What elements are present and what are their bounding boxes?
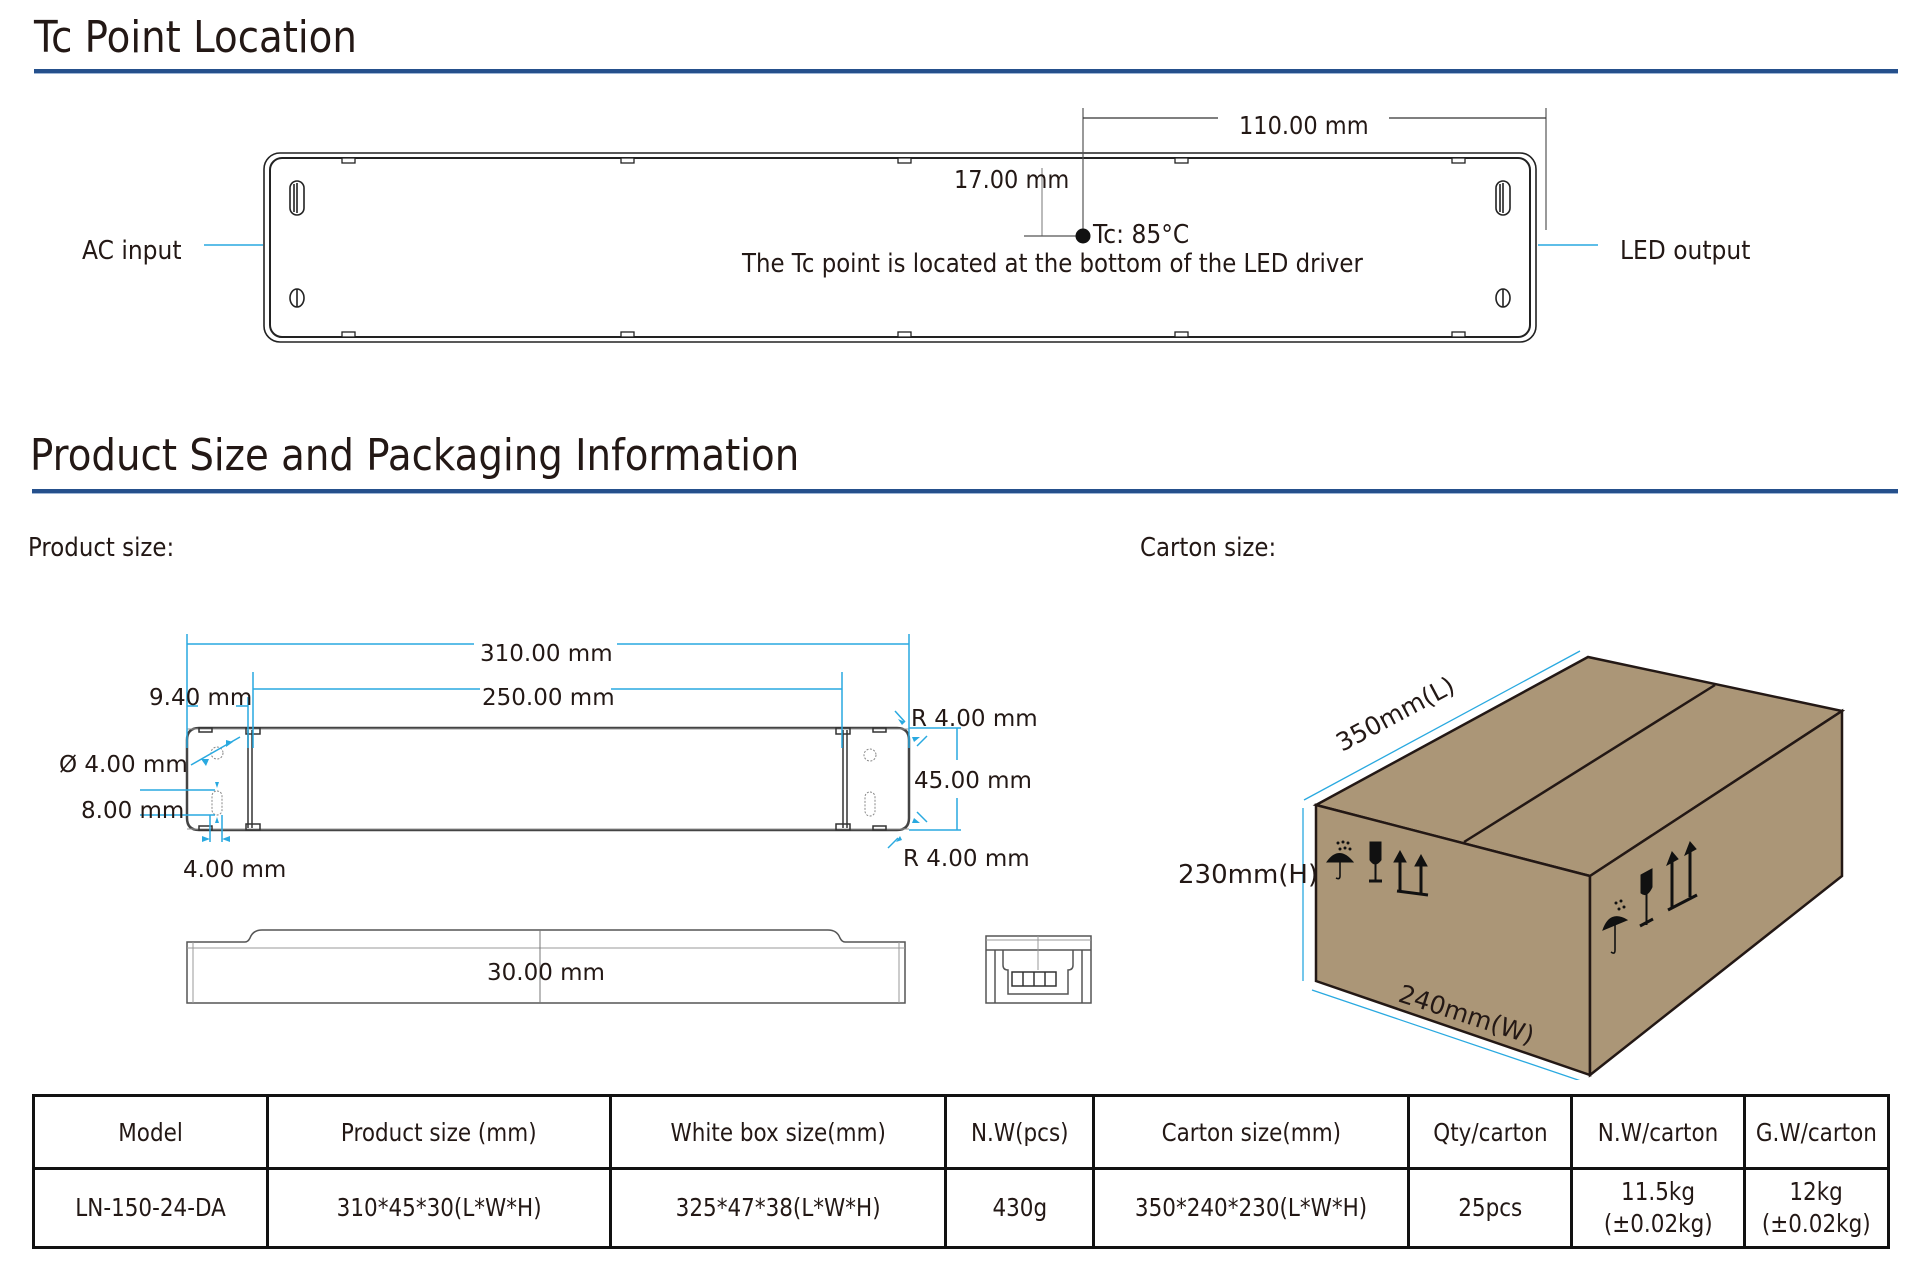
carton-size-label: Carton size: [1140,533,1277,563]
product-inner-frames [198,727,887,831]
header-product-size: Product size (mm) [266,1094,612,1170]
mounting-hole-left-icon [289,288,305,308]
dimension-lines [140,634,961,849]
header-gw-carton: G.W/carton [1743,1094,1890,1170]
product-side-view-outline [186,929,906,1004]
tc-section-title: Tc Point Location [34,12,357,63]
mounting-hole-right-icon [863,748,877,762]
dim-radius-bottom-label: R 4.00 mm [903,846,1030,872]
product-end-view [985,935,1092,1004]
tc-section-rule [34,69,1898,74]
dim-250-label: 250.00 mm [482,685,615,711]
product-top-view-outline [185,726,911,832]
dimension-arrowheads [201,719,920,842]
carton-height-label: 230mm(H) [1178,860,1318,890]
this-way-up-icon [1393,849,1429,897]
dim-slot-width-label: 4.00 mm [183,857,286,883]
driver-outer-outline [263,152,1537,343]
dim-17-label: 17.00 mm [954,165,1069,194]
mounting-hole-right-icon [1495,288,1511,308]
table-row: LN-150-24-DA 310*45*30(L*W*H) 325*47*38(… [32,1167,1890,1249]
mounting-slot-right-icon [1495,180,1511,216]
led-output-label: LED output [1620,235,1751,265]
dim-height-label: 30.00 mm [487,960,605,986]
fragile-icon [1369,841,1382,883]
cell-gw-carton: 12kg(±0.02kg) [1743,1167,1890,1249]
dim-110-label: 110.00 mm [1239,111,1369,140]
dim-edge-offset-label: 9.40 mm [149,685,252,711]
carton-side-face [1588,708,1844,1078]
cell-model: LN-150-24-DA [32,1167,269,1249]
mounting-slot-left-icon [211,790,223,816]
tc-point-marker [1075,228,1091,244]
dim-hole-diameter-label: Ø 4.00 mm [59,752,188,778]
header-model: Model [32,1094,269,1170]
carton-tape-seam [1463,683,1716,844]
cell-carton-size: 350*240*230(L*W*H) [1092,1167,1410,1249]
header-carton-size: Carton size(mm) [1092,1094,1410,1170]
carton-dimension-lines [1302,650,1581,1080]
keep-dry-icon [1326,840,1355,880]
header-qty-carton: Qty/carton [1407,1094,1573,1170]
cell-nw-pcs: 430g [944,1167,1095,1249]
table-header-row: Model Product size (mm) White box size(m… [32,1094,1890,1170]
carton-side-icons [1602,841,1698,954]
header-nw-pcs: N.W(pcs) [944,1094,1095,1170]
packaging-section-title: Product Size and Packaging Information [30,430,800,481]
product-size-label: Product size: [28,533,175,563]
driver-clips [341,157,1466,338]
header-white-box-size: White box size(mm) [609,1094,947,1170]
fragile-icon [1639,868,1654,928]
carton-drawing: 350mm(L) 230mm(H) 240mm(W) [1178,650,1846,1080]
keep-dry-icon [1602,899,1629,954]
cell-white-box-size: 325*47*38(L*W*H) [609,1167,947,1249]
ac-input-label: AC input [82,235,182,265]
product-size-drawing: 310.00 mm 250.00 mm 9.40 mm Ø 4.00 mm 8.… [59,634,1092,1004]
dim-radius-top-label: R 4.00 mm [911,706,1038,732]
packaging-section-rule [32,489,1898,494]
mounting-slot-right-icon [864,791,876,817]
tc-temperature-label: Tc: 85°C [1092,219,1189,249]
carton-front-icons [1326,840,1429,897]
header-nw-carton: N.W/carton [1570,1094,1746,1170]
cell-qty-carton: 25pcs [1407,1167,1573,1249]
mounting-slot-left-icon [289,180,305,216]
this-way-up-icon [1666,841,1698,912]
dim-width-label: 45.00 mm [914,768,1032,794]
tc-diagram: AC input LED output 110.00 mm 17.00 mm T… [82,108,1751,343]
packaging-spec-table: Model Product size (mm) White box size(m… [32,1094,1890,1249]
cell-nw-carton: 11.5kg(±0.02kg) [1570,1167,1746,1249]
dim-310-label: 310.00 mm [480,641,613,667]
tc-location-note: The Tc point is located at the bottom of… [741,248,1364,279]
dim-slot-length-label: 8.00 mm [81,798,184,824]
cell-product-size: 310*45*30(L*W*H) [266,1167,612,1249]
